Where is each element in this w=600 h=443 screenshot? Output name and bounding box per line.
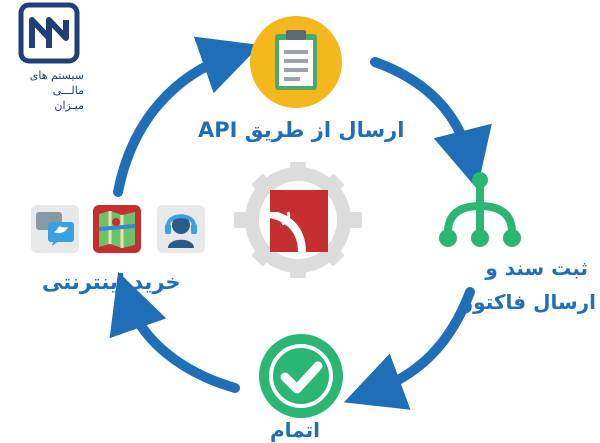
arrow-bottom-to-left <box>109 271 240 393</box>
step-finish-label: اتمام <box>270 418 320 442</box>
arrow-left-to-top <box>113 36 261 197</box>
step-document-label-line-1: ثبت سند و <box>485 256 588 280</box>
clipboard-icon <box>250 16 342 108</box>
step-document-label-line-2: ارسال فاکتور <box>461 290 596 314</box>
logo-line-3: میـزان <box>54 99 84 112</box>
arrow-right-to-bottom <box>343 287 475 410</box>
chat-twitter-icon <box>31 205 79 253</box>
customer-support-icon <box>157 205 205 253</box>
logo-line-1: سیستم های <box>29 69 84 82</box>
step-online-purchase-label: خرید اینترنتی <box>42 270 181 294</box>
map-icon <box>93 205 141 253</box>
company-logo: سیستم های مالـــی میـزان <box>10 2 90 112</box>
step-api-label: ارسال از طریق API <box>198 118 405 142</box>
arrow-top-to-right <box>370 57 492 190</box>
gear-icon <box>234 162 362 278</box>
logo-mark-icon <box>18 2 80 64</box>
checkmark-icon <box>259 334 343 418</box>
red-emblem-icon <box>270 190 328 252</box>
logo-line-2: مالـــی <box>52 84 84 97</box>
tree-structure-icon <box>439 172 521 247</box>
